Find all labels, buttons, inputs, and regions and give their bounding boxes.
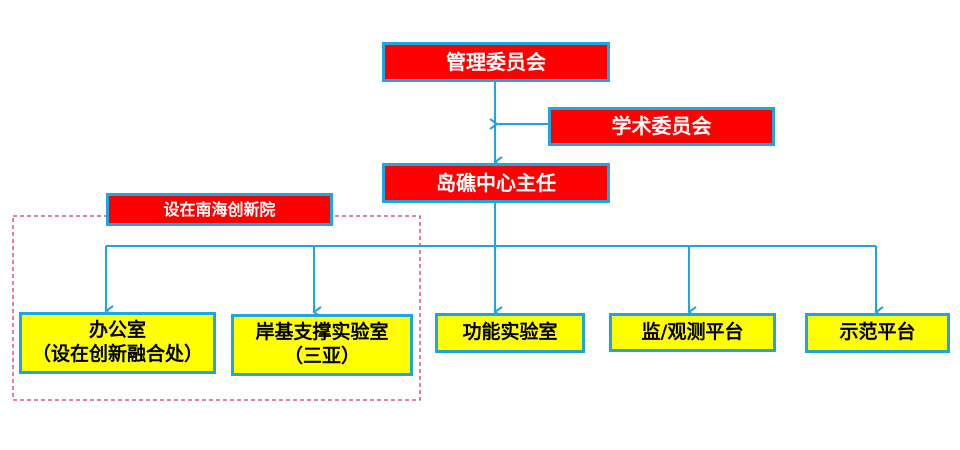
group-label-node: 设在南海创新院 bbox=[106, 193, 333, 226]
shore-lab-label: 岸基支撑实验室 bbox=[255, 321, 389, 344]
office-sublabel: （设在创新融合处） bbox=[31, 343, 203, 365]
office-node: 办公室 （设在创新融合处） bbox=[19, 312, 216, 374]
function-lab-label: 功能实验室 bbox=[462, 321, 558, 344]
academic-committee-label: 学术委员会 bbox=[611, 114, 712, 138]
director-node: 岛礁中心主任 bbox=[382, 163, 610, 203]
function-lab-node: 功能实验室 bbox=[435, 313, 585, 353]
demo-platform-node: 示范平台 bbox=[805, 313, 950, 353]
demo-platform-label: 示范平台 bbox=[839, 321, 916, 344]
monitoring-platform-node: 监/观测平台 bbox=[609, 313, 776, 352]
monitoring-platform-label: 监/观测平台 bbox=[641, 320, 744, 343]
director-label: 岛礁中心主任 bbox=[436, 170, 556, 195]
shore-lab-sublabel: （三亚） bbox=[283, 345, 360, 367]
office-label: 办公室 bbox=[88, 319, 146, 342]
management-committee-label: 管理委员会 bbox=[446, 49, 546, 74]
academic-committee-node: 学术委员会 bbox=[548, 107, 775, 146]
shore-lab-node: 岸基支撑实验室 （三亚） bbox=[231, 314, 413, 376]
group-label: 设在南海创新院 bbox=[163, 199, 276, 219]
management-committee-node: 管理委员会 bbox=[382, 42, 610, 82]
